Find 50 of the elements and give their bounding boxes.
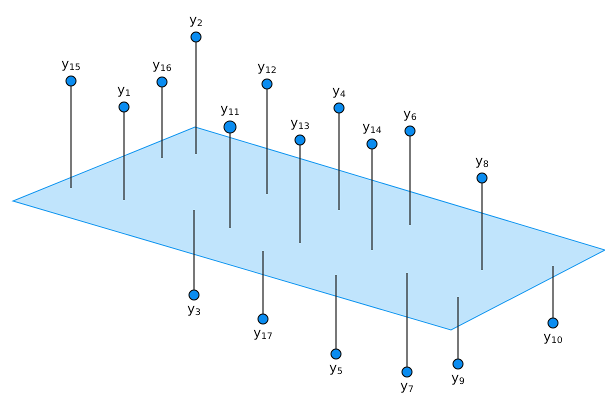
data-point — [294, 134, 306, 146]
point-label: y$_{14}$ — [362, 120, 382, 135]
residual-line — [371, 149, 373, 250]
data-point — [66, 76, 76, 86]
data-point — [404, 126, 416, 136]
residual-line — [481, 183, 483, 270]
point-label: y$_{17}$ — [253, 326, 273, 341]
point-label: y$_{8}$ — [475, 154, 489, 169]
point-label: y$_{7}$ — [400, 379, 414, 394]
residual-line — [70, 86, 72, 188]
data-point — [452, 358, 464, 370]
point-label: y$_{10}$ — [543, 330, 563, 345]
point-label: y$_{15}$ — [61, 57, 81, 72]
residual-line — [406, 273, 408, 367]
point-label: y$_{13}$ — [290, 116, 310, 131]
residual-line — [335, 275, 337, 349]
data-point — [366, 138, 378, 150]
point-label: y$_{2}$ — [189, 13, 203, 28]
residual-line — [229, 133, 231, 228]
data-point — [188, 290, 200, 300]
data-point — [190, 32, 202, 42]
data-point — [334, 102, 344, 114]
residual-line — [262, 251, 264, 314]
data-point — [476, 172, 488, 184]
point-label: y$_{1}$ — [117, 83, 131, 98]
point-label: y$_{11}$ — [220, 102, 240, 117]
residual-line — [193, 210, 195, 290]
data-point — [330, 348, 342, 360]
point-label: y$_{3}$ — [187, 302, 201, 317]
data-point — [548, 318, 558, 328]
residual-line — [338, 113, 340, 210]
data-point — [156, 76, 168, 88]
residual-line — [161, 87, 163, 158]
residual-line — [552, 266, 554, 318]
data-point — [402, 366, 412, 378]
residual-line — [123, 112, 125, 200]
data-point — [262, 78, 272, 90]
residual-line — [409, 136, 411, 225]
point-label: y$_{16}$ — [152, 58, 172, 73]
point-label: y$_{4}$ — [332, 84, 346, 99]
residual-line — [266, 89, 268, 194]
data-point — [258, 314, 268, 324]
point-label: y$_{6}$ — [403, 107, 417, 122]
point-label: y$_{9}$ — [451, 371, 465, 386]
residual-line — [195, 42, 197, 154]
residual-line — [457, 297, 459, 359]
data-point — [224, 120, 236, 134]
data-point — [118, 102, 130, 112]
point-label: y$_{5}$ — [329, 361, 343, 376]
point-label: y$_{12}$ — [257, 60, 277, 75]
